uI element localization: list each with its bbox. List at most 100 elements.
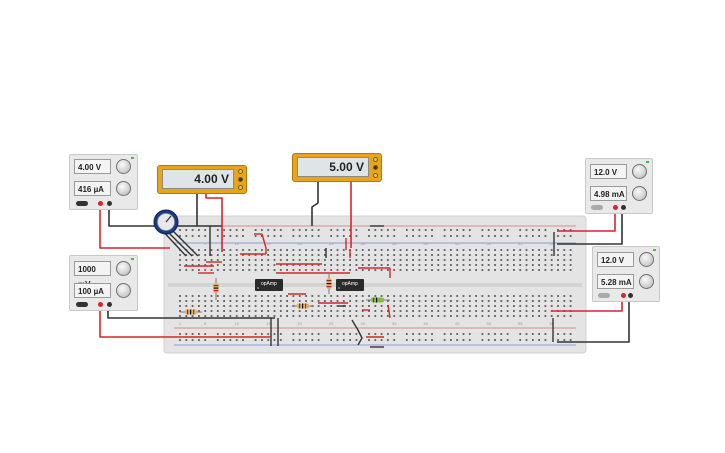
breadboard-hole[interactable] bbox=[450, 305, 452, 307]
breadboard-hole[interactable] bbox=[191, 295, 194, 297]
breadboard-hole[interactable] bbox=[273, 264, 276, 266]
breadboard-hole[interactable] bbox=[437, 264, 440, 266]
breadboard-hole[interactable] bbox=[204, 264, 207, 266]
breadboard-hole[interactable] bbox=[298, 333, 301, 335]
breadboard-hole[interactable] bbox=[223, 269, 225, 271]
breadboard-hole[interactable] bbox=[456, 254, 459, 256]
breadboard-hole[interactable] bbox=[557, 249, 559, 251]
breadboard-hole[interactable] bbox=[254, 300, 257, 302]
breadboard-hole[interactable] bbox=[569, 254, 572, 256]
breadboard-hole[interactable] bbox=[292, 269, 295, 271]
breadboard-hole[interactable] bbox=[355, 300, 358, 302]
breadboard-hole[interactable] bbox=[210, 315, 213, 317]
breadboard-hole[interactable] bbox=[399, 264, 402, 266]
breadboard-hole[interactable] bbox=[481, 305, 484, 307]
breadboard-hole[interactable] bbox=[198, 305, 200, 307]
breadboard-hole[interactable] bbox=[361, 310, 364, 312]
breadboard-hole[interactable] bbox=[235, 295, 238, 297]
meter-jack[interactable] bbox=[373, 165, 378, 170]
breadboard-hole[interactable] bbox=[412, 315, 414, 317]
breadboard-hole[interactable] bbox=[418, 305, 421, 307]
breadboard-hole[interactable] bbox=[550, 249, 553, 251]
breadboard-hole[interactable] bbox=[242, 310, 244, 312]
breadboard-hole[interactable] bbox=[361, 305, 364, 307]
voltage-knob[interactable] bbox=[632, 164, 647, 179]
breadboard-hole[interactable] bbox=[557, 305, 559, 307]
breadboard-hole[interactable] bbox=[223, 259, 225, 261]
breadboard-hole[interactable] bbox=[273, 315, 276, 317]
breadboard-hole[interactable] bbox=[242, 339, 244, 341]
breadboard-hole[interactable] bbox=[412, 249, 414, 251]
breadboard-hole[interactable] bbox=[513, 259, 515, 261]
breadboard-hole[interactable] bbox=[487, 259, 490, 261]
breadboard-hole[interactable] bbox=[500, 333, 503, 335]
breadboard-hole[interactable] bbox=[229, 269, 232, 271]
breadboard-hole[interactable] bbox=[223, 295, 225, 297]
breadboard-hole[interactable] bbox=[506, 305, 509, 307]
breadboard-hole[interactable] bbox=[544, 310, 547, 312]
current-knob[interactable] bbox=[116, 181, 131, 196]
breadboard-hole[interactable] bbox=[204, 300, 207, 302]
breadboard-hole[interactable] bbox=[393, 269, 396, 271]
breadboard-hole[interactable] bbox=[279, 269, 282, 271]
breadboard-hole[interactable] bbox=[330, 269, 333, 271]
breadboard-hole[interactable] bbox=[342, 295, 345, 297]
breadboard-hole[interactable] bbox=[387, 310, 389, 312]
breadboard-hole[interactable] bbox=[342, 229, 345, 231]
breadboard-hole[interactable] bbox=[216, 269, 219, 271]
breadboard-hole[interactable] bbox=[273, 305, 276, 307]
breadboard-hole[interactable] bbox=[292, 249, 295, 251]
breadboard-hole[interactable] bbox=[305, 295, 307, 297]
breadboard-hole[interactable] bbox=[279, 295, 282, 297]
breadboard-hole[interactable] bbox=[550, 295, 553, 297]
breadboard-hole[interactable] bbox=[468, 264, 471, 266]
breadboard-hole[interactable] bbox=[531, 305, 534, 307]
breadboard-hole[interactable] bbox=[500, 269, 503, 271]
breadboard-hole[interactable] bbox=[210, 269, 213, 271]
breadboard-hole[interactable] bbox=[355, 229, 358, 231]
breadboard-hole[interactable] bbox=[235, 259, 238, 261]
breadboard-hole[interactable] bbox=[374, 269, 377, 271]
breadboard-hole[interactable] bbox=[210, 254, 213, 256]
breadboard-hole[interactable] bbox=[557, 315, 559, 317]
breadboard-hole[interactable] bbox=[185, 333, 188, 335]
breadboard-hole[interactable] bbox=[500, 259, 503, 261]
breadboard-hole[interactable] bbox=[424, 259, 427, 261]
breadboard-hole[interactable] bbox=[569, 264, 572, 266]
breadboard-hole[interactable] bbox=[254, 235, 257, 237]
breadboard-hole[interactable] bbox=[336, 300, 339, 302]
breadboard-hole[interactable] bbox=[462, 254, 465, 256]
breadboard-hole[interactable] bbox=[506, 249, 509, 251]
breadboard-hole[interactable] bbox=[223, 305, 225, 307]
breadboard-hole[interactable] bbox=[273, 259, 276, 261]
breadboard-hole[interactable] bbox=[405, 259, 408, 261]
breadboard-hole[interactable] bbox=[179, 315, 181, 317]
breadboard-hole[interactable] bbox=[525, 295, 528, 297]
breadboard-hole[interactable] bbox=[374, 295, 377, 297]
breadboard-hole[interactable] bbox=[191, 339, 194, 341]
breadboard-hole[interactable] bbox=[519, 264, 522, 266]
resistor[interactable] bbox=[326, 274, 332, 294]
breadboard-hole[interactable] bbox=[368, 259, 370, 261]
breadboard-hole[interactable] bbox=[424, 249, 427, 251]
breadboard-hole[interactable] bbox=[487, 305, 490, 307]
breadboard-hole[interactable] bbox=[242, 264, 244, 266]
breadboard-hole[interactable] bbox=[261, 229, 263, 231]
breadboard-hole[interactable] bbox=[216, 259, 219, 261]
breadboard-hole[interactable] bbox=[235, 333, 238, 335]
wire-black[interactable] bbox=[557, 213, 623, 245]
breadboard-hole[interactable] bbox=[487, 315, 490, 317]
breadboard-hole[interactable] bbox=[317, 315, 320, 317]
breadboard-hole[interactable] bbox=[368, 333, 370, 335]
breadboard-hole[interactable] bbox=[286, 295, 288, 297]
breadboard-hole[interactable] bbox=[519, 305, 522, 307]
breadboard-hole[interactable] bbox=[538, 269, 540, 271]
breadboard-hole[interactable] bbox=[538, 315, 540, 317]
breadboard-hole[interactable] bbox=[387, 339, 389, 341]
breadboard-hole[interactable] bbox=[443, 254, 446, 256]
breadboard-hole[interactable] bbox=[185, 295, 188, 297]
breadboard-hole[interactable] bbox=[374, 235, 377, 237]
breadboard-hole[interactable] bbox=[179, 310, 181, 312]
breadboard-hole[interactable] bbox=[179, 295, 181, 297]
breadboard-hole[interactable] bbox=[437, 269, 440, 271]
